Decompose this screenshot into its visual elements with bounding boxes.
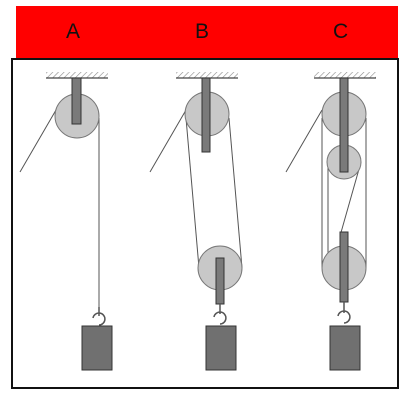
hook-c bbox=[337, 302, 351, 324]
label-c: C bbox=[333, 20, 349, 43]
rope-b-left bbox=[185, 117, 200, 269]
axle-b-movable bbox=[215, 257, 225, 305]
hook-a bbox=[92, 307, 106, 326]
system-b bbox=[149, 72, 243, 371]
weight-b bbox=[205, 325, 237, 371]
system-c bbox=[285, 72, 376, 371]
ceiling-mount-c bbox=[314, 72, 376, 79]
rope-c-free bbox=[285, 109, 323, 173]
system-a bbox=[19, 72, 113, 371]
header-banner: A B C bbox=[16, 6, 398, 58]
axle-c-movable bbox=[339, 231, 349, 303]
ceiling-mount-a bbox=[46, 72, 108, 79]
rope-a-free bbox=[19, 109, 57, 173]
axle-b-fixed bbox=[201, 77, 211, 153]
label-b: B bbox=[195, 20, 210, 43]
label-a: A bbox=[66, 20, 81, 43]
weight-c bbox=[329, 325, 361, 371]
rope-b-right bbox=[228, 117, 243, 269]
rope-b-free bbox=[149, 109, 187, 173]
hook-b bbox=[213, 304, 227, 325]
ceiling-mount-b bbox=[176, 72, 238, 79]
axle-a-fixed bbox=[71, 77, 82, 125]
rope-c-diagonal bbox=[339, 161, 362, 237]
axle-c-fixed bbox=[339, 77, 349, 173]
weight-a bbox=[81, 325, 113, 371]
